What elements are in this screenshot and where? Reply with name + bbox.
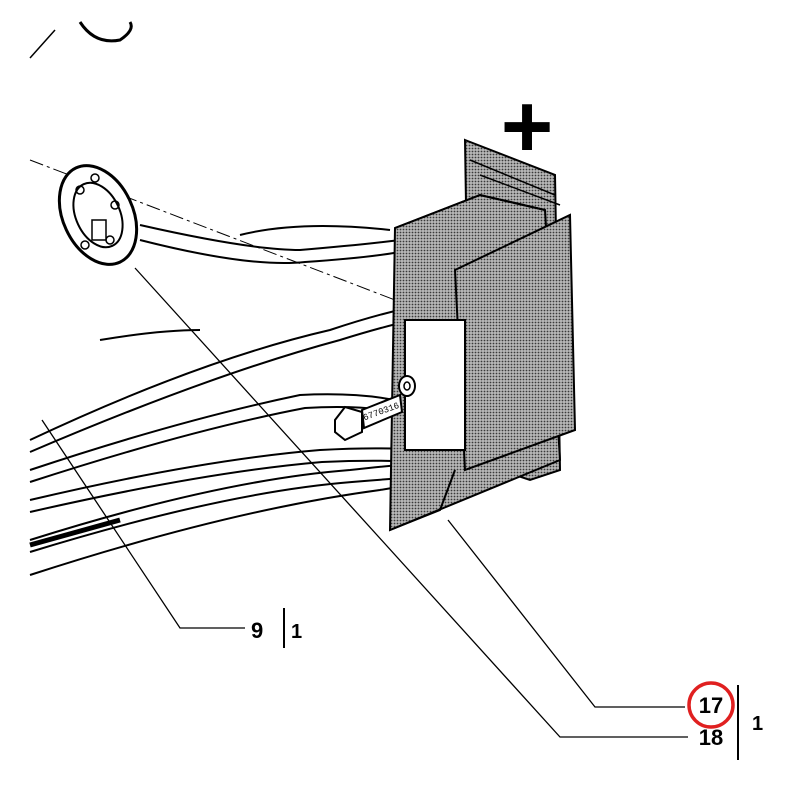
leader-line-17 bbox=[447, 519, 685, 708]
callout-17-label: 17 bbox=[699, 693, 723, 718]
callout-9[interactable]: 9 1 bbox=[251, 608, 302, 648]
leader-line-9 bbox=[41, 419, 245, 629]
callout-18[interactable]: 18 bbox=[699, 725, 723, 750]
callout-18-label: 18 bbox=[699, 725, 723, 750]
callout-17-18-qty: 1 bbox=[752, 713, 763, 735]
center-axis-line bbox=[29, 159, 396, 301]
callout-17-highlight-ring bbox=[687, 681, 735, 729]
grommet bbox=[57, 164, 139, 266]
callout-9-label: 9 bbox=[251, 618, 263, 643]
callout-9-qty: 1 bbox=[291, 621, 302, 643]
connector-housing bbox=[388, 138, 577, 532]
callout-17[interactable]: 17 bbox=[687, 681, 735, 729]
leader-line-18 bbox=[134, 267, 688, 738]
partial-part-top-left bbox=[29, 21, 133, 59]
